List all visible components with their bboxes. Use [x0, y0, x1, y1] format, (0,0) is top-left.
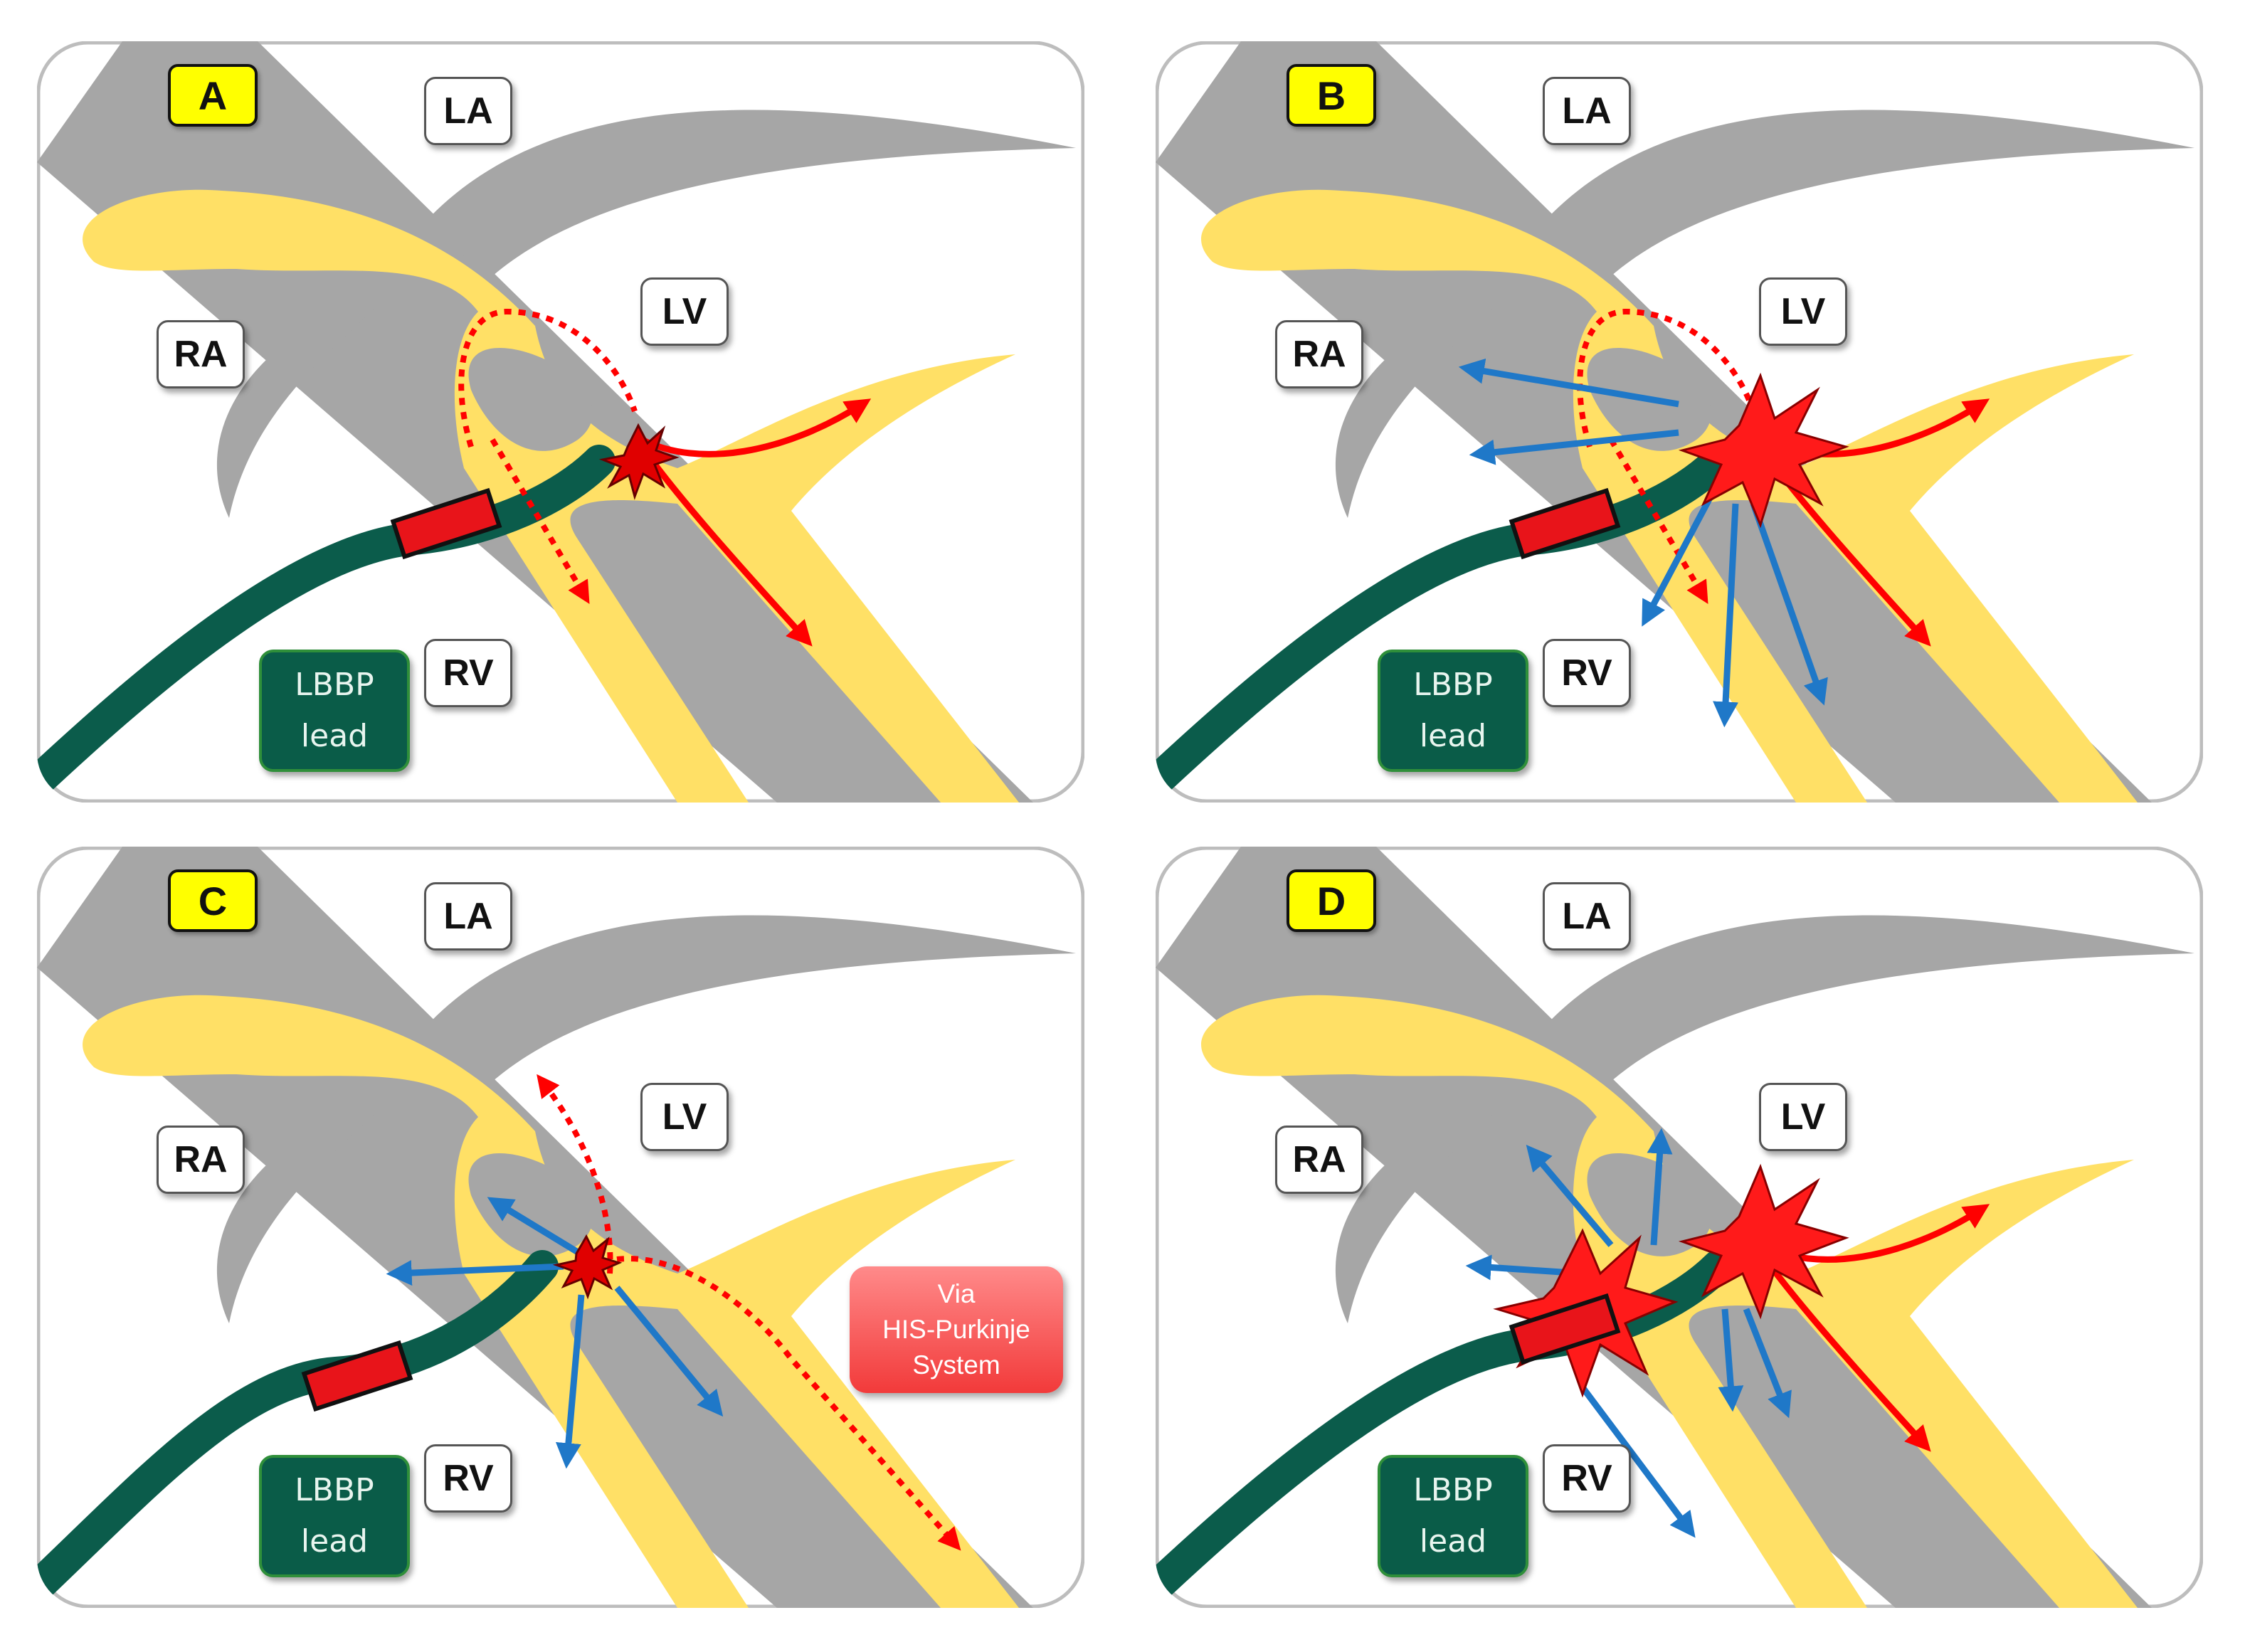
blue-arrow-5: [1750, 502, 1828, 706]
rv-activation-arrow: [490, 438, 590, 605]
rv-activation-arrow: [1608, 438, 1708, 605]
lbbp-lead-label: LBBP lead: [259, 1455, 410, 1577]
panel-a: A LA LV RA RV LBBP lead: [37, 41, 1084, 803]
note-line1: Via: [937, 1279, 976, 1308]
right-atrial-appendage: [1335, 1110, 1497, 1323]
blue-arrow-5: [1718, 1308, 1744, 1412]
blue-arrow-1: [1458, 358, 1679, 408]
blue-arrow-3: [555, 1294, 585, 1469]
blue-arrow-4: [1580, 1385, 1696, 1538]
lv-label: LV: [640, 1083, 729, 1151]
ring-electrode: [1509, 487, 1621, 560]
blue-arrow-3: [1647, 1128, 1673, 1246]
panel-letter: B: [1287, 64, 1376, 127]
ring-electrode: [1509, 1293, 1621, 1365]
myocardial-capture-arrows: [1458, 358, 1828, 728]
blue-arrow-3: [1642, 494, 1713, 627]
la-label: LA: [424, 882, 512, 951]
capture-burst-icon: [598, 423, 680, 500]
note-line2: HIS-Purkinje: [882, 1315, 1030, 1344]
right-atrial-appendage: [216, 1110, 379, 1323]
lv-label: LV: [1759, 1083, 1847, 1151]
ra-label: RA: [157, 320, 245, 388]
lbb-posterior-arrow: [1758, 1250, 1931, 1452]
blue-arrow-1: [1526, 1145, 1614, 1247]
right-atrial-appendage: [216, 305, 379, 518]
panel-letter: D: [1287, 869, 1376, 932]
ra-label: RA: [1275, 1126, 1363, 1194]
retrograde-activation-arrow: [1577, 308, 1756, 448]
rv-label: RV: [424, 639, 512, 707]
blue-arrow-2: [1469, 429, 1679, 465]
lead-label-line2: lead: [300, 718, 369, 754]
ra-label: RA: [1275, 320, 1363, 388]
la-label: LA: [424, 77, 512, 145]
la-label: LA: [1543, 882, 1631, 951]
ring-electrode: [301, 1340, 413, 1412]
rv-label: RV: [424, 1444, 512, 1513]
myocardial-capture-arrows: [386, 1197, 724, 1469]
panel-b-heart-diagram: [1156, 41, 2203, 803]
note-line3: System: [912, 1350, 1000, 1380]
panel-letter: A: [168, 64, 258, 127]
septal-notch: [468, 347, 593, 451]
lead-label-line1: LBBP: [295, 1472, 374, 1508]
rv-label: RV: [1543, 639, 1631, 707]
la-label: LA: [1543, 77, 1631, 145]
panel-letter: C: [168, 869, 258, 932]
right-atrial-appendage: [1335, 305, 1497, 518]
capture-burst-icon: [552, 1234, 623, 1300]
ring-electrode: [390, 487, 502, 560]
left-atrium: [1540, 110, 2194, 276]
septal-notch: [468, 1153, 593, 1256]
tip-capture-burst-icon: [1678, 1163, 1849, 1320]
panel-c-heart-diagram: [37, 847, 1084, 1608]
capture-burst-icon: [1678, 372, 1849, 529]
blue-arrow-6: [1743, 1308, 1792, 1419]
lv-label: LV: [1759, 277, 1847, 346]
lead-label-line2: lead: [1419, 1523, 1487, 1560]
lbbp-lead-label: LBBP lead: [1378, 650, 1528, 772]
retrograde-his-arrow: [537, 1074, 613, 1274]
his-purkinje-note: Via HIS-Purkinje System: [850, 1266, 1063, 1393]
lead-label-line2: lead: [1419, 718, 1487, 754]
panel-d-heart-diagram: [1156, 847, 2203, 1608]
septal-notch: [1587, 1153, 1711, 1256]
blue-arrow-2: [386, 1260, 564, 1286]
rv-label: RV: [1543, 1444, 1631, 1513]
lead-label-line2: lead: [300, 1523, 369, 1560]
lbbp-lead-label: LBBP lead: [259, 650, 410, 772]
blue-arrow-1: [487, 1197, 580, 1255]
lead-label-line1: LBBP: [295, 667, 374, 703]
lbbp-lead-body: [1156, 445, 1734, 803]
lbb-posterior-arrow: [639, 445, 813, 647]
panel-b: B LA LV RA RV LBBP lead: [1156, 41, 2203, 803]
ra-label: RA: [157, 1126, 245, 1194]
blue-arrow-4: [1713, 503, 1739, 728]
lead-label-line1: LBBP: [1413, 1472, 1493, 1508]
his-purkinje-conduction-arrow: [616, 1256, 961, 1551]
lbbp-lead-body: [37, 445, 616, 803]
retrograde-activation-arrow: [458, 308, 638, 448]
his-bundle-and-branches: [83, 995, 1020, 1608]
left-atrium: [421, 110, 1076, 276]
lv-label: LV: [640, 277, 729, 346]
lbb-fast-conduction-arrow: [640, 398, 872, 457]
left-atrium: [1540, 915, 2194, 1081]
panel-c: C LA LV RA RV LBBP lead Via HIS-Purkinje…: [37, 847, 1084, 1608]
myocardial-capture-arrows: [1465, 1128, 1792, 1538]
panel-d: D LA LV RA RV LBBP lead: [1156, 847, 2203, 1608]
lead-label-line1: LBBP: [1413, 667, 1493, 703]
left-atrium: [421, 915, 1076, 1081]
panel-a-heart-diagram: [37, 41, 1084, 803]
lbbp-lead-label: LBBP lead: [1378, 1455, 1528, 1577]
blue-arrow-4: [614, 1286, 724, 1417]
